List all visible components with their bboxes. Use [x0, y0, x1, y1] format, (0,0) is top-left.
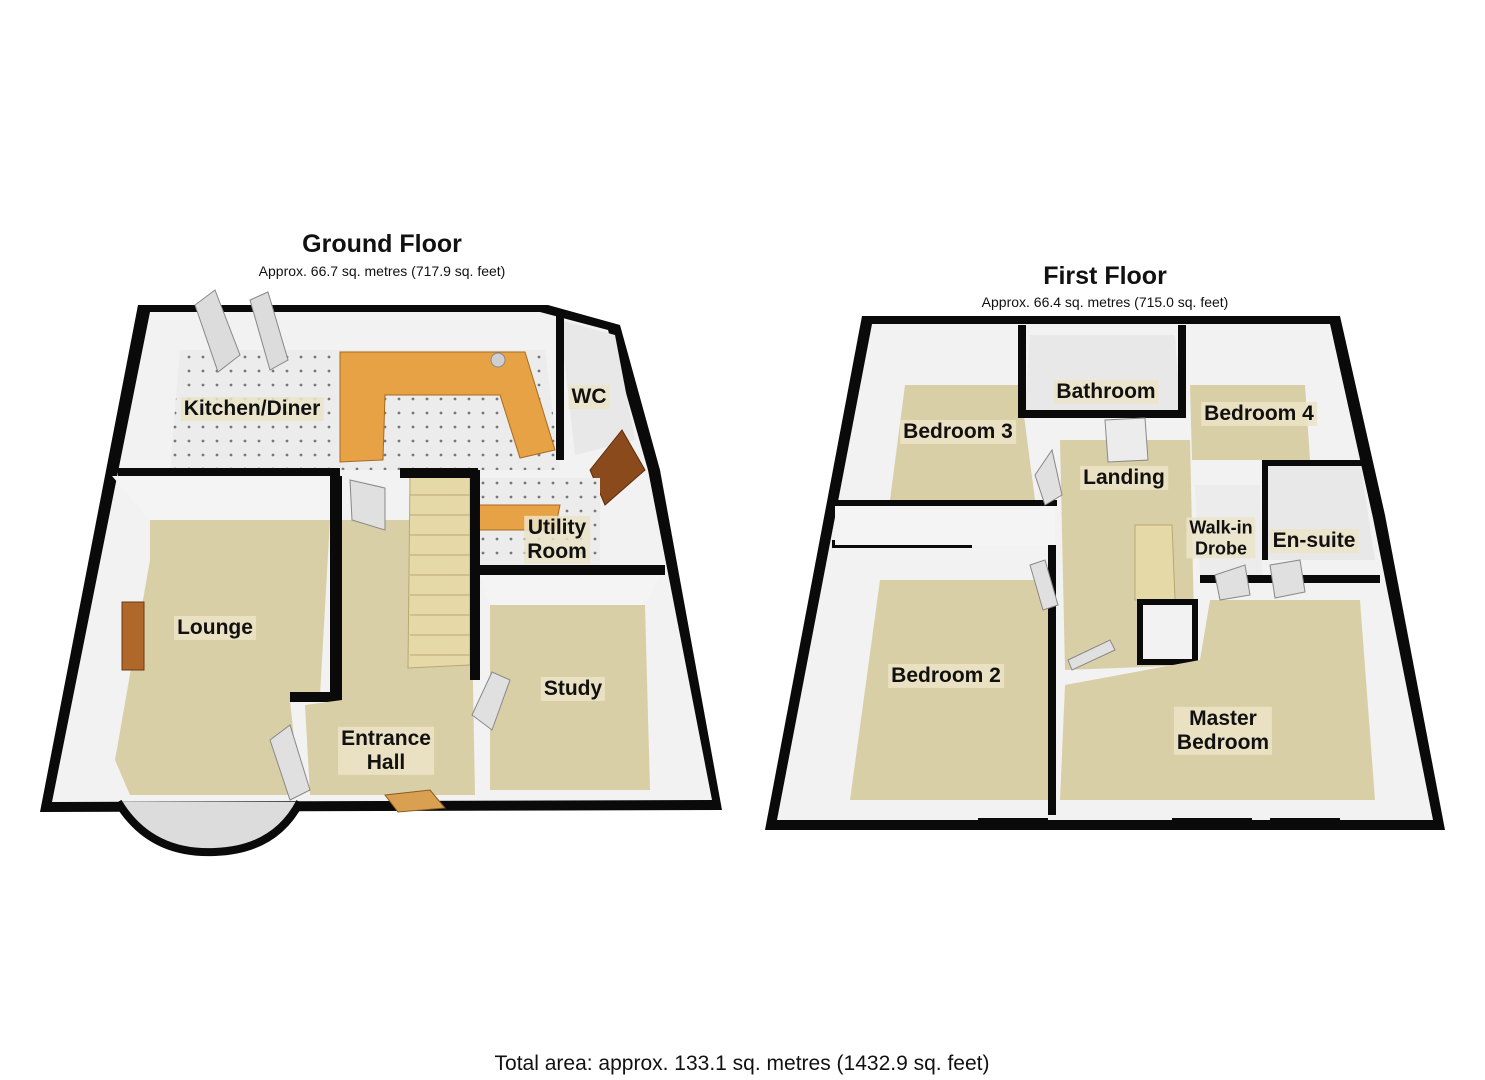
ground-floor-title: Ground Floor: [302, 230, 462, 258]
bay-window: [114, 799, 304, 857]
hall-door: [349, 479, 386, 531]
master-window-1: [1172, 818, 1252, 830]
room-label-bathroom: Bathroom: [1053, 379, 1159, 405]
first-floor-plan: [765, 316, 1445, 830]
kitchen-sink: [490, 352, 506, 368]
room-label-study: Study: [540, 676, 606, 702]
ensuite-door: [1269, 559, 1306, 599]
lounge-door: [269, 724, 311, 801]
stair-treads: [410, 494, 470, 656]
kitchen-worktop: [339, 351, 556, 463]
bathroom-door: [1104, 417, 1149, 463]
front-door: [384, 789, 446, 813]
fireplace: [121, 601, 145, 671]
patio-door-left: [194, 289, 241, 373]
study-door: [471, 671, 511, 731]
master-floor: [1060, 600, 1375, 800]
room-label-bedroom-4: Bedroom 4: [1201, 401, 1317, 427]
room-label-en-suite: En-suite: [1269, 528, 1359, 554]
ground-floor-area: Approx. 66.7 sq. metres (717.9 sq. feet): [258, 263, 506, 279]
first-floor-area: Approx. 66.4 sq. metres (715.0 sq. feet): [981, 294, 1229, 310]
lounge-floor: [115, 520, 330, 795]
room-label-bedroom-2: Bedroom 2: [888, 663, 1004, 689]
room-label-lounge: Lounge: [174, 615, 256, 641]
room-label-landing: Landing: [1080, 465, 1168, 491]
master-window-2: [1270, 818, 1340, 830]
bedroom2-floor: [850, 580, 1055, 800]
ground-stairs: [407, 474, 471, 669]
bedroom2-window: [978, 818, 1048, 830]
bedroom3-door: [1034, 448, 1063, 506]
room-label-master-bedroom: Master Bedroom: [1173, 706, 1273, 756]
room-label-entrance-hall: Entrance Hall: [338, 726, 434, 776]
room-label-utility-room: Utility Room: [524, 515, 590, 565]
total-area: Total area: approx. 133.1 sq. metres (14…: [494, 1052, 990, 1075]
room-label-wc: WC: [568, 384, 610, 410]
bedroom2-door: [1029, 559, 1059, 611]
first-stairs: [1134, 524, 1176, 601]
master-door: [1067, 639, 1116, 671]
first-floor-title: First Floor: [1043, 262, 1167, 290]
room-label-kitchen-diner: Kitchen/Diner: [180, 396, 324, 422]
room-label-walk-in-drobe: Walk-in Drobe: [1186, 517, 1256, 559]
walkin-door: [1214, 564, 1251, 601]
room-label-bedroom-3: Bedroom 3: [900, 419, 1016, 445]
patio-door-right: [249, 291, 289, 371]
